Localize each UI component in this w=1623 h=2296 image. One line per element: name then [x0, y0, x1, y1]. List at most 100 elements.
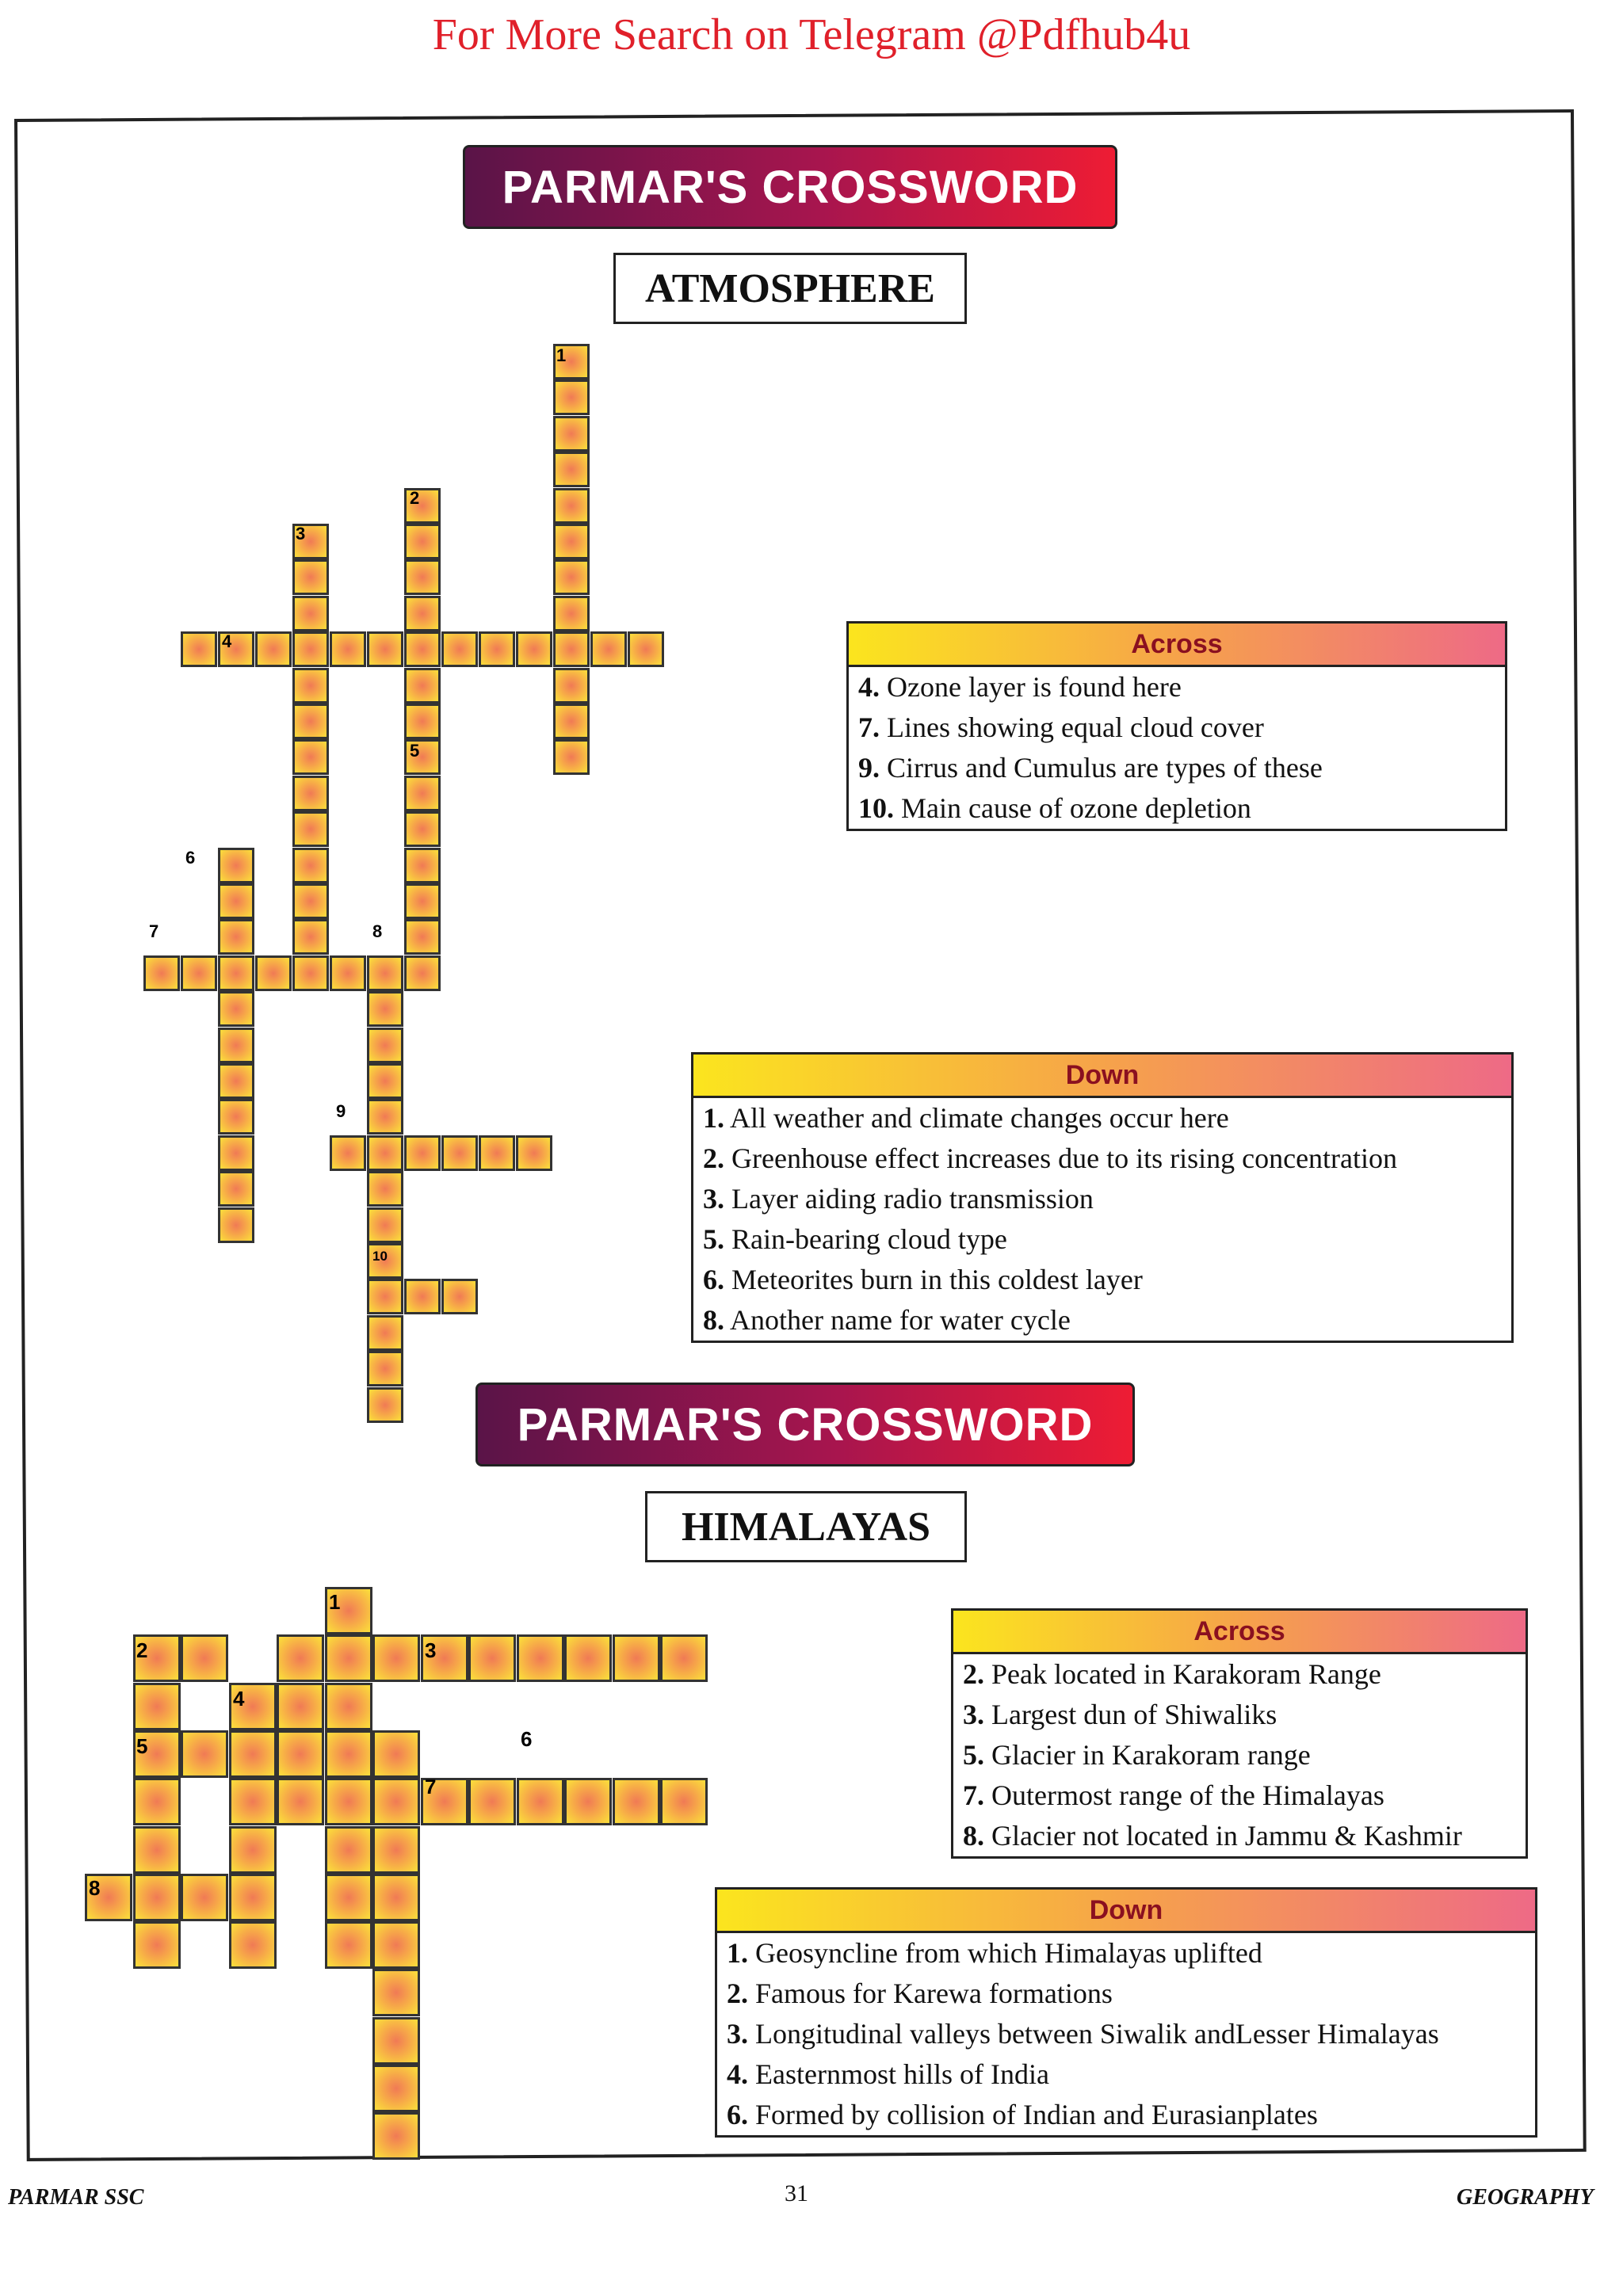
crossword-cell[interactable]	[277, 1778, 324, 1826]
crossword-cell[interactable]	[516, 631, 552, 668]
crossword-cell[interactable]	[367, 1135, 403, 1171]
crossword-cell[interactable]	[553, 739, 590, 776]
crossword-cell[interactable]	[367, 1099, 403, 1135]
crossword-cell[interactable]	[292, 559, 329, 596]
crossword-cell[interactable]	[218, 1063, 254, 1099]
crossword-cell[interactable]	[132, 1730, 181, 1778]
crossword-cell[interactable]	[228, 1778, 277, 1826]
crossword-cell[interactable]	[132, 1682, 181, 1730]
crossword-cell[interactable]	[479, 631, 515, 668]
crossword-cell[interactable]	[404, 847, 441, 883]
crossword-cell[interactable]	[372, 1730, 420, 1778]
crossword-cell[interactable]	[324, 1587, 372, 1634]
crossword-cell[interactable]	[218, 955, 254, 991]
crossword-cell[interactable]	[564, 1634, 612, 1683]
crossword-cell[interactable]	[292, 811, 329, 848]
crossword-cell[interactable]	[255, 631, 292, 668]
crossword-cell[interactable]	[324, 1682, 372, 1730]
crossword-cell[interactable]	[553, 379, 590, 416]
crossword-cell[interactable]	[292, 847, 329, 883]
crossword-cell[interactable]	[181, 1873, 228, 1921]
crossword-cell[interactable]	[404, 1279, 441, 1315]
crossword-cell[interactable]	[228, 1730, 277, 1778]
crossword-cell[interactable]	[590, 631, 627, 668]
crossword-cell[interactable]	[553, 631, 590, 668]
crossword-cell[interactable]	[553, 487, 590, 524]
crossword-cell[interactable]	[404, 811, 441, 848]
crossword-cell[interactable]	[372, 2016, 420, 2065]
crossword-cell[interactable]	[330, 955, 366, 991]
crossword-cell[interactable]	[372, 1825, 420, 1874]
crossword-cell[interactable]	[612, 1778, 660, 1826]
crossword-cell[interactable]	[218, 631, 254, 668]
crossword-cell[interactable]	[404, 955, 441, 991]
crossword-cell[interactable]	[324, 1873, 372, 1921]
crossword-cell[interactable]	[228, 1921, 277, 1970]
crossword-cell[interactable]	[255, 955, 292, 991]
crossword-cell[interactable]	[292, 739, 329, 776]
crossword-cell[interactable]	[372, 1921, 420, 1970]
crossword-cell[interactable]	[228, 1682, 277, 1730]
crossword-cell[interactable]	[367, 1279, 403, 1315]
crossword-cell[interactable]	[441, 1279, 478, 1315]
crossword-cell[interactable]	[132, 1778, 181, 1826]
crossword-cell[interactable]	[132, 1634, 181, 1683]
crossword-cell[interactable]	[218, 919, 254, 955]
crossword-cell[interactable]	[330, 631, 366, 668]
crossword-cell[interactable]	[516, 1634, 564, 1683]
crossword-cell[interactable]	[404, 1135, 441, 1171]
crossword-cell[interactable]	[553, 595, 590, 631]
crossword-cell[interactable]	[553, 704, 590, 739]
crossword-cell[interactable]	[372, 1969, 420, 2017]
crossword-cell[interactable]	[181, 1730, 228, 1778]
crossword-cell[interactable]	[324, 1778, 372, 1826]
crossword-cell[interactable]	[292, 667, 329, 704]
crossword-cell[interactable]	[218, 1099, 254, 1135]
crossword-cell[interactable]	[324, 1634, 372, 1683]
crossword-cell[interactable]	[553, 415, 590, 452]
crossword-cell[interactable]	[218, 1207, 254, 1243]
crossword-cell[interactable]	[218, 1135, 254, 1171]
crossword-cell[interactable]	[404, 775, 441, 811]
crossword-cell[interactable]	[479, 1135, 515, 1171]
crossword-cell[interactable]	[367, 1314, 403, 1351]
crossword-cell[interactable]	[372, 2112, 420, 2161]
crossword-cell[interactable]	[292, 883, 329, 919]
crossword-cell[interactable]	[292, 595, 329, 631]
crossword-cell[interactable]	[367, 1386, 403, 1423]
crossword-cell[interactable]	[660, 1778, 708, 1826]
crossword-cell[interactable]	[292, 955, 329, 991]
crossword-cell[interactable]	[324, 1921, 372, 1970]
crossword-cell[interactable]	[367, 1207, 403, 1243]
crossword-cell[interactable]	[553, 524, 590, 559]
crossword-cell[interactable]	[367, 1351, 403, 1387]
crossword-cell[interactable]	[292, 631, 329, 668]
crossword-cell[interactable]	[468, 1634, 516, 1683]
crossword-cell[interactable]	[181, 1634, 228, 1683]
crossword-cell[interactable]	[228, 1873, 277, 1921]
crossword-cell[interactable]	[564, 1778, 612, 1826]
crossword-cell[interactable]	[516, 1778, 564, 1826]
crossword-cell[interactable]	[372, 2065, 420, 2112]
crossword-cell[interactable]	[367, 631, 403, 668]
crossword-cell[interactable]	[324, 1730, 372, 1778]
crossword-cell[interactable]	[218, 1171, 254, 1207]
crossword-cell[interactable]	[372, 1873, 420, 1921]
crossword-cell[interactable]	[553, 452, 590, 488]
crossword-cell[interactable]	[372, 1634, 420, 1683]
crossword-cell[interactable]	[330, 1135, 366, 1171]
crossword-cell[interactable]	[553, 344, 590, 379]
crossword-cell[interactable]	[367, 1171, 403, 1207]
crossword-cell[interactable]	[404, 739, 441, 776]
crossword-cell[interactable]	[372, 1778, 420, 1826]
crossword-cell[interactable]	[367, 1063, 403, 1099]
crossword-cell[interactable]	[404, 919, 441, 955]
crossword-cell[interactable]	[441, 1135, 478, 1171]
crossword-cell[interactable]	[324, 1825, 372, 1874]
crossword-cell[interactable]	[132, 1825, 181, 1874]
crossword-cell[interactable]	[404, 631, 441, 668]
crossword-cell[interactable]	[367, 1027, 403, 1063]
crossword-cell[interactable]	[628, 631, 664, 668]
crossword-cell[interactable]	[660, 1634, 708, 1683]
crossword-cell[interactable]	[218, 883, 254, 919]
